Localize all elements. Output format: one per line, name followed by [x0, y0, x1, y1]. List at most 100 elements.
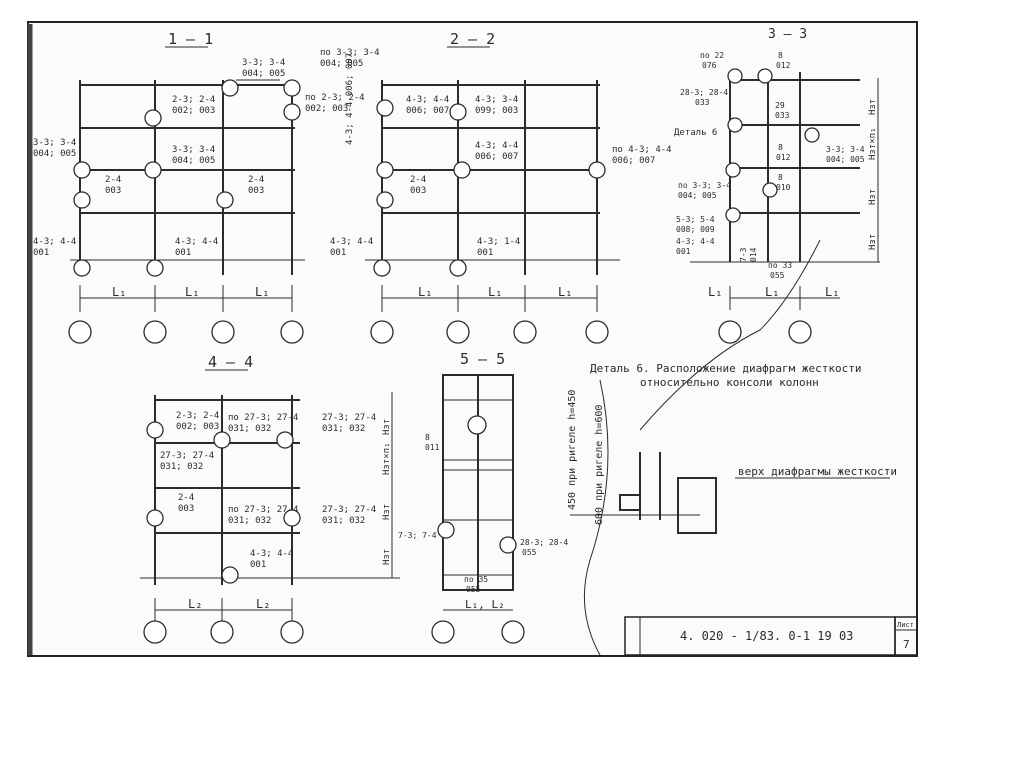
axis-bubble [280, 620, 304, 644]
callout-bubble [73, 259, 91, 277]
callout-bubble [449, 259, 467, 277]
callout-bubble [757, 68, 773, 84]
drawing-label: 011 [425, 443, 440, 452]
callout-bubble [453, 161, 471, 179]
drawing-label: по 3-3; 3-4 [678, 181, 731, 190]
drawing-label: 8 [778, 173, 783, 182]
callout-bubble [73, 161, 91, 179]
drawing-label: 29 [775, 101, 785, 110]
drawing-label: 002; 003 [176, 422, 219, 432]
title-block: 4. 020 - 1/83. 0-1 19 03 Лист 7 [624, 616, 918, 656]
callout-bubble [762, 182, 778, 198]
drawing-label: 008; 009 [676, 225, 715, 234]
drawing-label: 4-3; 4-4 [406, 95, 449, 105]
drawing-label: 27-3; 27-4 [322, 505, 376, 515]
section-title: 1 — 1 [168, 30, 213, 48]
callout-bubble [727, 117, 743, 133]
callout-bubble [376, 161, 394, 179]
drawing-label: L₁ [418, 285, 432, 299]
drawing-label: 031; 032 [228, 424, 271, 434]
drawing-label: 2-4 [178, 493, 194, 503]
drawing-label: Нзт [382, 504, 392, 520]
drawing-label: 003 [410, 186, 426, 196]
drawing-label: 2-3; 2-4 [176, 411, 219, 421]
drawing-label: 033 [775, 111, 790, 120]
detail-6: Деталь 6. Расположение диафрагм жесткост… [567, 362, 897, 534]
drawing-label: 5-3; 5-4 [676, 215, 715, 224]
callout-bubble [376, 99, 394, 117]
callout-bubble [146, 509, 164, 527]
drawing-label: 012 [776, 61, 791, 70]
drawing-label: 099; 003 [475, 106, 518, 116]
paper-crease [583, 379, 609, 656]
sheet-label: Лист [897, 621, 914, 629]
callout-bubble [73, 191, 91, 209]
drawing-label: 001 [175, 248, 191, 258]
drawing-label: 033 [695, 98, 710, 107]
drawing-label: 004; 005 [320, 59, 363, 69]
section-title: 2 — 2 [450, 30, 495, 48]
drawing-label: 001 [477, 248, 493, 258]
callout-bubble [725, 207, 741, 223]
span-label: L₁ [112, 285, 126, 299]
drawing-label: по 33 [768, 261, 792, 270]
axis-bubble [513, 320, 537, 344]
drawing-label: 004; 005 [172, 156, 215, 166]
callout-bubble [449, 103, 467, 121]
callout-bubble [725, 162, 741, 178]
axis-bubble [143, 620, 167, 644]
drawing-label: 4-3; 3-4 [475, 95, 518, 105]
drawing-label: 27-3; 27-4 [322, 413, 376, 423]
drawing-label: 27-3; 27-4 [160, 451, 214, 461]
drawing-label: 006; 007 [475, 152, 518, 162]
drawing-label: 004; 005 [826, 155, 865, 164]
axis-bubble [585, 320, 609, 344]
drawing-label: 28-3; 28-4 [520, 538, 568, 547]
drawing-label: 006; 007 [612, 156, 655, 166]
axis-bubble [446, 320, 470, 344]
axis-bubble [501, 620, 525, 644]
drawing-label: 002; 003 [172, 106, 215, 116]
drawing-label: 003 [248, 186, 264, 196]
frame-member [619, 494, 640, 511]
drawing-label: 2-3; 2-4 [172, 95, 215, 105]
drawing-label: 3-3; 3-4 [172, 145, 215, 155]
sheet-number: 7 [903, 638, 910, 651]
callout-bubble [283, 103, 301, 121]
axis-bubble [211, 320, 235, 344]
drawing-label: 8 [778, 51, 783, 60]
callout-bubble [373, 259, 391, 277]
axis-bubble [718, 320, 742, 344]
drawing-label: 4-3; 4-4 [475, 141, 518, 151]
drawing-label: L₁ [558, 285, 572, 299]
span-label: L₁ [185, 285, 199, 299]
drawing-label: 2-4 [248, 175, 264, 185]
drawing-label: по 27-3; 27-4 [228, 413, 298, 423]
drawing-label: по 4-3; 4-4 [612, 145, 672, 155]
drawing-label: 2-4 [105, 175, 121, 185]
drawing-label: Нзт [382, 549, 392, 565]
drawing-label: 8 [425, 433, 430, 442]
drawing-label: 031; 032 [322, 424, 365, 434]
drawing-label: 004; 005 [33, 149, 76, 159]
drawing-label: 4-3; 4-4 006; 007 [345, 53, 355, 145]
span-label: L₁ [255, 285, 269, 299]
drawing-label: 4-3; 4-4 [33, 237, 76, 247]
callout-bubble [727, 68, 743, 84]
callout-bubble [499, 536, 517, 554]
drawing-label: 055 [522, 548, 537, 557]
drawing-label: по 27-3; 27-4 [228, 505, 298, 515]
drawing-label: 004; 005 [678, 191, 717, 200]
axis-bubble [431, 620, 455, 644]
drawing-label: 7-3; 7-4 [398, 531, 437, 540]
drawing-label: по 2-3; 2-4 [305, 93, 365, 103]
drawing-label: 031; 032 [228, 516, 271, 526]
drawing-label: 055 [770, 271, 785, 280]
drawing-label: 3-3; 3-4 [242, 58, 285, 68]
drawing-label: L₂ [256, 597, 270, 611]
drawing-label: 7-3 [739, 247, 748, 262]
drawing-label: 002; 003 [305, 104, 348, 114]
callout-bubble [804, 127, 820, 143]
drawing-label: 8 [778, 143, 783, 152]
